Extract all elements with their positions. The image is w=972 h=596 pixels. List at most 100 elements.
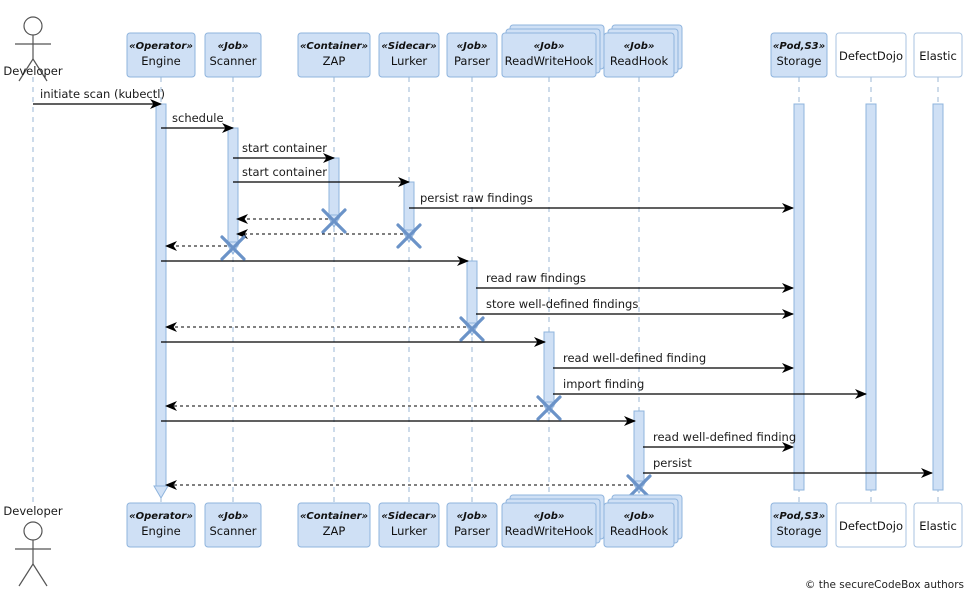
- message-label: start container: [242, 141, 327, 155]
- participant-stereotype: «Job»: [624, 511, 655, 522]
- participant-name: Storage: [777, 524, 822, 538]
- participant-box-body: [501, 502, 597, 548]
- participant-box-lurker-top[interactable]: «Sidecar» Lurker: [378, 32, 440, 78]
- participant-box-elastic-bottom[interactable]: Elastic: [913, 502, 963, 548]
- participant-stereotype: «Job»: [218, 41, 249, 52]
- message-label: schedule: [172, 111, 224, 125]
- participant-box-engine-bottom[interactable]: «Operator» Engine: [126, 502, 196, 548]
- participant-box-body: [835, 32, 907, 78]
- destroy-x-icon: [536, 395, 562, 421]
- activation-bar: [633, 410, 645, 486]
- participant-box-parser-top[interactable]: «Job» Parser: [446, 32, 498, 78]
- participant-box-body: [913, 502, 963, 548]
- destroy-x-icon: [626, 474, 652, 500]
- participant-box-body: [297, 502, 371, 548]
- destroy-x-icon: [321, 208, 347, 234]
- participant-box-scanner-top[interactable]: «Job» Scanner: [204, 32, 262, 78]
- participant-box-storage-bottom[interactable]: «Pod,S3» Storage: [770, 502, 828, 548]
- participant-name: Scanner: [209, 524, 256, 538]
- participant-box-elastic-top[interactable]: Elastic: [913, 32, 963, 78]
- participant-stereotype: «Job»: [457, 41, 488, 52]
- destroy-x-icon: [459, 316, 485, 342]
- activation-bar: [793, 103, 805, 491]
- activation-bar: [865, 103, 877, 491]
- activation-bar: [543, 331, 555, 407]
- message-label: persist raw findings: [420, 191, 533, 205]
- message-label: read raw findings: [486, 271, 586, 285]
- participant-box-readhook-bottom[interactable]: «Job» ReadHook: [603, 494, 683, 548]
- participant-box-readwritehook-top[interactable]: «Job» ReadWriteHook: [501, 24, 605, 78]
- activation-bar: [227, 127, 239, 247]
- activation-bar: [155, 103, 167, 489]
- participant-name: Storage: [777, 54, 822, 68]
- participant-stereotype: «Operator»: [129, 511, 193, 522]
- messages-layer: initiate scan (kubectl) schedule start con…: [33, 87, 933, 490]
- participant-name: DefectDojo: [839, 49, 903, 63]
- participant-stereotype: «Job»: [624, 41, 655, 52]
- participant-box-body: [126, 502, 196, 548]
- activation-bar: [328, 157, 340, 220]
- participant-box-body: [297, 32, 371, 78]
- participant-box-zap-top[interactable]: «Container»ZAP: [297, 32, 371, 78]
- participant-name: ReadHook: [610, 54, 669, 68]
- participant-name: Parser: [454, 54, 490, 68]
- participant-box-readwritehook-bottom[interactable]: «Job»ReadWriteHook: [501, 494, 605, 548]
- message-label: import finding: [563, 377, 644, 391]
- participant-box-body: [770, 502, 828, 548]
- participant-box-readhook-top[interactable]: «Job» ReadHook: [603, 24, 683, 78]
- participant-box-engine-top[interactable]: «Operator»Engine: [126, 32, 196, 78]
- participant-name: Elastic: [919, 49, 957, 63]
- activation-bar: [932, 103, 944, 491]
- participant-box-body: [603, 32, 675, 78]
- participant-box-body: [126, 32, 196, 78]
- participant-stereotype: «Job»: [457, 511, 488, 522]
- participant-name: Scanner: [209, 54, 256, 68]
- participant-name: ReadHook: [610, 524, 669, 538]
- participant-boxes-layer: «Operator»Engine«Operator»Engine«Job»Sca…: [126, 24, 963, 548]
- message-label: read well-defined finding: [653, 430, 796, 444]
- participant-box-body: [378, 502, 440, 548]
- participant-box-parser-bottom[interactable]: «Job»Parser: [446, 502, 498, 548]
- participant-box-storage-top[interactable]: «Pod,S3» Storage: [770, 32, 828, 78]
- participant-box-zap-bottom[interactable]: «Container»ZAP: [297, 502, 371, 548]
- participant-box-lurker-bottom[interactable]: «Sidecar» Lurker: [378, 502, 440, 548]
- participant-name: Engine: [141, 524, 180, 538]
- destroy-x-icon: [396, 223, 422, 249]
- participant-stereotype: «Job»: [218, 511, 249, 522]
- activation-end-arrow: [153, 485, 169, 499]
- participant-name: ReadWriteHook: [505, 54, 594, 68]
- participant-stereotype: «Job»: [534, 511, 565, 522]
- participant-name: Lurker: [391, 54, 428, 68]
- participant-box-body: [770, 32, 828, 78]
- actor-label-bottom: Developer: [3, 504, 62, 518]
- participant-name: Elastic: [919, 519, 957, 533]
- participant-stereotype: «Container»: [300, 511, 368, 522]
- copyright-footer: © the secureCodeBox authors: [805, 579, 964, 591]
- participant-box-scanner-bottom[interactable]: «Job» Scanner: [204, 502, 262, 548]
- participant-stereotype: «Pod,S3»: [773, 511, 825, 522]
- participant-box-body: [446, 32, 498, 78]
- activation-bar: [466, 260, 478, 328]
- participant-stereotype: «Pod,S3»: [773, 41, 825, 52]
- message-label: persist: [653, 456, 692, 470]
- message-label: read well-defined finding: [563, 351, 706, 365]
- participant-box-defectdojo-top[interactable]: DefectDojo: [835, 32, 907, 78]
- actor-label-top: Developer: [3, 64, 62, 78]
- message-label: start container: [242, 165, 327, 179]
- participant-stereotype: «Operator»: [129, 41, 193, 52]
- participant-stereotype: «Job»: [534, 41, 565, 52]
- participant-name: Lurker: [391, 524, 428, 538]
- participant-stereotype: «Sidecar»: [381, 511, 436, 522]
- participant-box-defectdojo-bottom[interactable]: DefectDojo: [835, 502, 907, 548]
- participant-box-body: [378, 32, 440, 78]
- participant-stereotype: «Sidecar»: [381, 41, 436, 52]
- participant-box-body: [446, 502, 498, 548]
- participant-box-body: [204, 502, 262, 548]
- actor-stick-figure-bottom[interactable]: [15, 521, 51, 587]
- actor-stick-figure-top[interactable]: [15, 16, 51, 82]
- message-label: initiate scan (kubectl): [40, 87, 165, 101]
- participant-box-body: [835, 502, 907, 548]
- destroy-x-icon: [220, 235, 246, 261]
